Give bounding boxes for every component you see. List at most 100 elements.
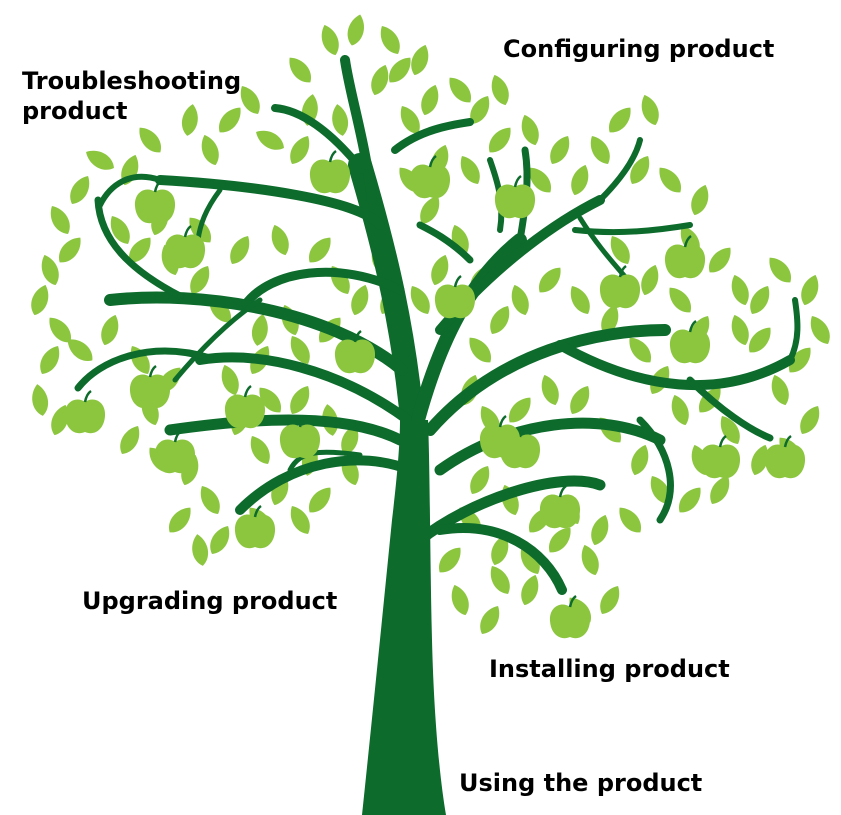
leaf-shape: [380, 26, 400, 54]
leaf-shape: [619, 507, 642, 533]
leaf-shape: [491, 534, 509, 566]
apple-icon: [664, 234, 706, 279]
apple-stem: [428, 154, 437, 168]
apple-body: [494, 184, 536, 219]
leaf-shape: [330, 266, 350, 294]
leaf-shape: [630, 156, 650, 184]
tree-branch: [195, 352, 413, 425]
leaf-shape: [50, 206, 70, 234]
apple-body: [664, 244, 706, 279]
apple-icon: [549, 594, 591, 639]
leaf-shape: [128, 237, 151, 263]
leaf-shape: [601, 304, 619, 336]
apple-stem: [148, 364, 157, 378]
leaf-shape: [139, 127, 162, 153]
leaf-shape: [259, 387, 282, 413]
tree-branch: [94, 196, 184, 300]
leaf-shape: [308, 237, 331, 263]
apple-icon: [129, 364, 171, 409]
leaf-shape: [218, 107, 241, 133]
apple-body: [334, 339, 376, 374]
tree-branch: [787, 297, 801, 363]
apple-icon: [669, 319, 711, 364]
leaf-shape: [491, 74, 509, 106]
apple-stem: [153, 179, 162, 193]
tree-branch: [416, 221, 474, 264]
leaf-shape: [290, 136, 310, 164]
leaf-shape: [438, 547, 461, 573]
apple-stem: [518, 424, 527, 438]
leaf-shape: [691, 184, 709, 216]
leaf-shape: [731, 274, 749, 306]
apple-body: [434, 284, 476, 319]
apple-icon: [334, 329, 376, 374]
apple-stem: [568, 594, 577, 608]
tree-branch: [572, 222, 693, 236]
leaf-shape: [570, 286, 590, 314]
tree-branch: [74, 347, 214, 392]
leaf-shape: [538, 267, 561, 293]
apple-body: [154, 439, 196, 474]
label-configuring-product: Configuring product: [503, 35, 775, 63]
leaf-shape: [800, 406, 820, 434]
leaf-shape: [70, 176, 90, 204]
apple-stem: [183, 224, 192, 238]
leaf-shape: [49, 317, 72, 343]
leaf-shape: [321, 24, 339, 56]
leaf-shape: [581, 544, 599, 576]
apple-body: [764, 444, 806, 479]
apple-stem: [173, 429, 182, 443]
tree-branch: [597, 137, 643, 203]
leaf-shape: [788, 347, 811, 373]
apples-group: [64, 149, 806, 639]
apple-stem: [718, 434, 727, 448]
tree-branch: [164, 414, 406, 446]
apple-stem: [688, 319, 697, 333]
leaf-shape: [290, 336, 310, 364]
leaf-shape: [341, 424, 359, 456]
tree-branch: [172, 297, 263, 383]
leaf-shape: [600, 586, 620, 614]
leaf-shape: [529, 167, 552, 193]
label-upgrading-product: Upgrading product: [82, 587, 338, 615]
leaf-shape: [289, 57, 312, 83]
leaf-shape: [290, 386, 310, 414]
apple-icon: [479, 414, 521, 459]
leaf-shape: [32, 384, 49, 416]
leaf-shape: [190, 266, 210, 294]
tree-branch: [97, 173, 163, 208]
leaf-shape: [590, 136, 610, 164]
leaf-shape: [110, 216, 130, 244]
tree-trunk: [362, 420, 446, 815]
leaf-shape: [271, 224, 289, 256]
tree-branch: [271, 104, 366, 174]
leaf-shape: [521, 114, 539, 146]
leaf-shape: [420, 196, 440, 224]
leaf-shape: [751, 444, 769, 476]
tree-branch: [391, 118, 474, 154]
apple-icon: [279, 414, 321, 459]
leaf-shape: [201, 134, 219, 166]
leaf-shape: [332, 104, 349, 136]
apple-icon: [224, 384, 266, 429]
leaf-shape: [731, 314, 749, 346]
leaf-shape: [641, 94, 659, 126]
tree-branch: [435, 523, 567, 595]
apple-icon: [234, 504, 276, 549]
apple-body: [164, 234, 206, 269]
leaf-shape: [671, 394, 689, 426]
leaf-shape: [469, 337, 492, 363]
apple-body: [669, 329, 711, 364]
leaf-shape: [490, 306, 510, 334]
leaf-shape: [410, 286, 430, 314]
apple-stem: [683, 234, 692, 248]
leaf-shape: [810, 316, 830, 344]
label-using-the-product: Using the product: [459, 769, 703, 797]
leaf-shape: [168, 507, 191, 533]
apple-icon: [409, 154, 451, 199]
leaf-shape: [210, 526, 230, 554]
leaf-shape: [610, 236, 630, 264]
leaf-shape: [571, 164, 589, 196]
leaf-shape: [771, 374, 789, 406]
